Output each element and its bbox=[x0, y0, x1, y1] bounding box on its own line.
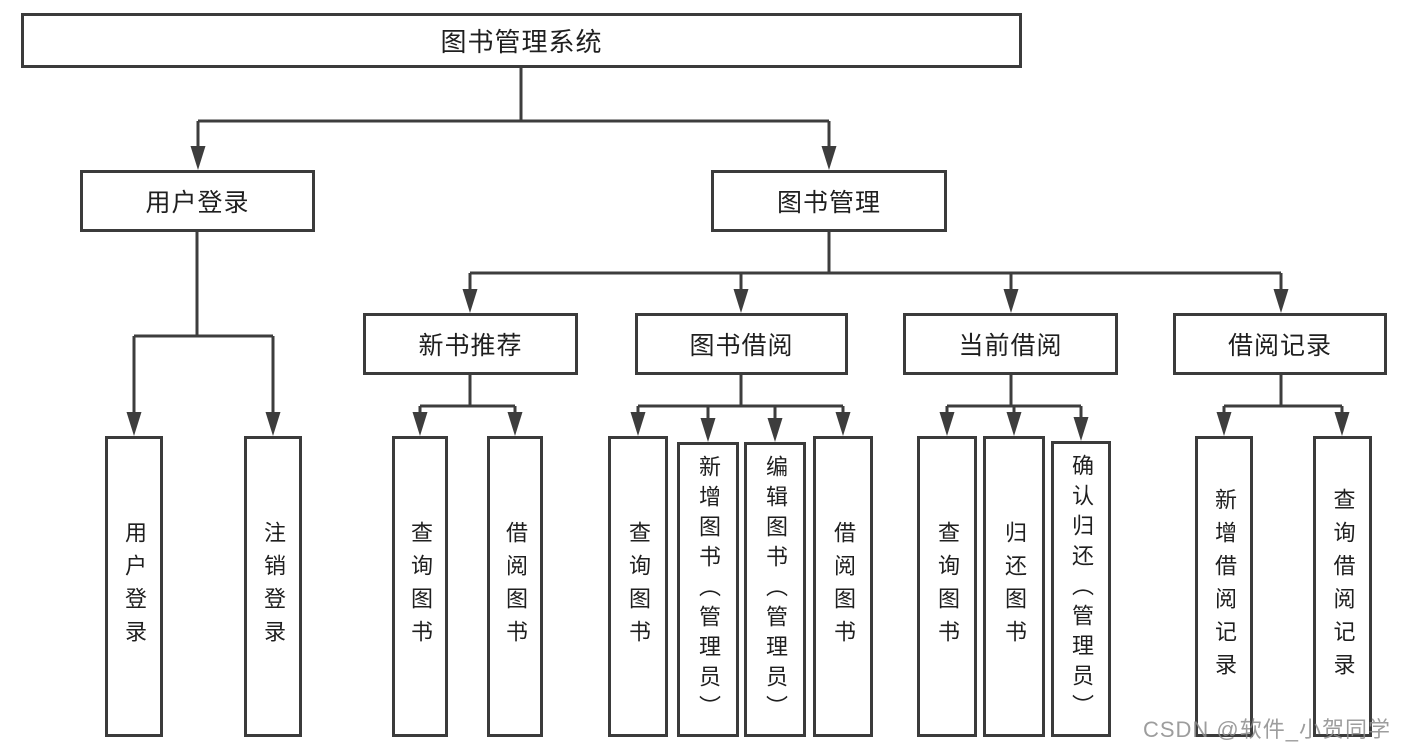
node-borrow-records: 借阅记录 bbox=[1173, 313, 1387, 375]
arrow-down-icon bbox=[630, 412, 646, 436]
node-new-book-recommend: 新书推荐 bbox=[363, 313, 578, 375]
arrow-down-icon bbox=[265, 412, 281, 436]
node-leaf-borrow-books-1: 借阅图书 bbox=[487, 436, 543, 737]
connector-current-borrow-to-children bbox=[939, 375, 1089, 441]
arrow-down-icon bbox=[1273, 289, 1289, 313]
connector-book-management-to-level3 bbox=[462, 232, 1289, 313]
arrow-down-icon bbox=[190, 146, 206, 170]
arrow-down-icon bbox=[733, 289, 749, 313]
arrow-down-icon bbox=[1073, 417, 1089, 441]
node-leaf-add-book-admin: 新增图书（管理员） bbox=[677, 442, 739, 737]
node-book-borrow: 图书借阅 bbox=[635, 313, 848, 375]
node-leaf-borrow-books-2: 借阅图书 bbox=[813, 436, 873, 737]
node-leaf-user-login: 用户登录 bbox=[105, 436, 163, 737]
node-label: 图书管理系统 bbox=[440, 27, 603, 57]
node-book-management: 图书管理 bbox=[711, 170, 947, 232]
arrow-down-icon bbox=[1006, 412, 1022, 436]
node-label: 当前借阅 bbox=[958, 332, 1063, 360]
node-leaf-add-borrow-record: 新增借阅记录 bbox=[1195, 436, 1253, 737]
node-label: 查询图书 bbox=[408, 520, 433, 653]
node-label: 新增借阅记录 bbox=[1212, 487, 1237, 686]
node-leaf-confirm-return-admin: 确认归还（管理员） bbox=[1051, 441, 1111, 737]
arrow-down-icon bbox=[1216, 412, 1232, 436]
connector-book-borrow-to-children bbox=[630, 375, 851, 442]
node-label: 图书借阅 bbox=[689, 332, 794, 360]
node-label: 确认归还（管理员） bbox=[1069, 454, 1094, 724]
node-label: 新书推荐 bbox=[418, 332, 523, 360]
node-label: 借阅图书 bbox=[831, 520, 856, 653]
node-label: 图书管理 bbox=[776, 189, 881, 217]
arrow-down-icon bbox=[835, 412, 851, 436]
node-label: 用户登录 bbox=[145, 189, 250, 217]
node-user-login: 用户登录 bbox=[80, 170, 315, 232]
arrow-down-icon bbox=[507, 412, 523, 436]
node-leaf-query-borrow-record: 查询借阅记录 bbox=[1313, 436, 1372, 737]
arrow-down-icon bbox=[462, 289, 478, 313]
node-leaf-query-books-1: 查询图书 bbox=[392, 436, 448, 737]
node-label: 查询图书 bbox=[935, 520, 960, 653]
arrow-down-icon bbox=[1334, 412, 1350, 436]
arrow-down-icon bbox=[821, 146, 837, 170]
node-label: 注销登录 bbox=[261, 520, 286, 653]
node-label: 查询图书 bbox=[626, 520, 651, 653]
node-label: 用户登录 bbox=[122, 520, 147, 653]
arrow-down-icon bbox=[767, 418, 783, 442]
arrow-down-icon bbox=[1003, 289, 1019, 313]
node-current-borrow: 当前借阅 bbox=[903, 313, 1118, 375]
connector-borrow-records-to-children bbox=[1216, 375, 1350, 436]
connector-new-book-rec-to-children bbox=[412, 375, 523, 436]
arrow-down-icon bbox=[700, 418, 716, 442]
node-label: 查询借阅记录 bbox=[1330, 487, 1356, 686]
node-leaf-edit-book-admin: 编辑图书（管理员） bbox=[744, 442, 806, 737]
node-label: 借阅图书 bbox=[503, 520, 528, 653]
connector-root-to-level2 bbox=[190, 68, 837, 170]
node-leaf-query-books-3: 查询图书 bbox=[917, 436, 977, 737]
node-label: 归还图书 bbox=[1002, 520, 1027, 653]
connector-user-login-to-children bbox=[126, 232, 281, 436]
node-label: 借阅记录 bbox=[1227, 332, 1332, 360]
arrow-down-icon bbox=[412, 412, 428, 436]
node-root-system: 图书管理系统 bbox=[21, 13, 1022, 68]
node-label: 编辑图书（管理员） bbox=[763, 454, 788, 725]
node-leaf-return-books: 归还图书 bbox=[983, 436, 1045, 737]
arrow-down-icon bbox=[939, 412, 955, 436]
node-leaf-query-books-2: 查询图书 bbox=[608, 436, 668, 737]
node-label: 新增图书（管理员） bbox=[696, 454, 721, 725]
arrow-down-icon bbox=[126, 412, 142, 436]
node-leaf-logout: 注销登录 bbox=[244, 436, 302, 737]
